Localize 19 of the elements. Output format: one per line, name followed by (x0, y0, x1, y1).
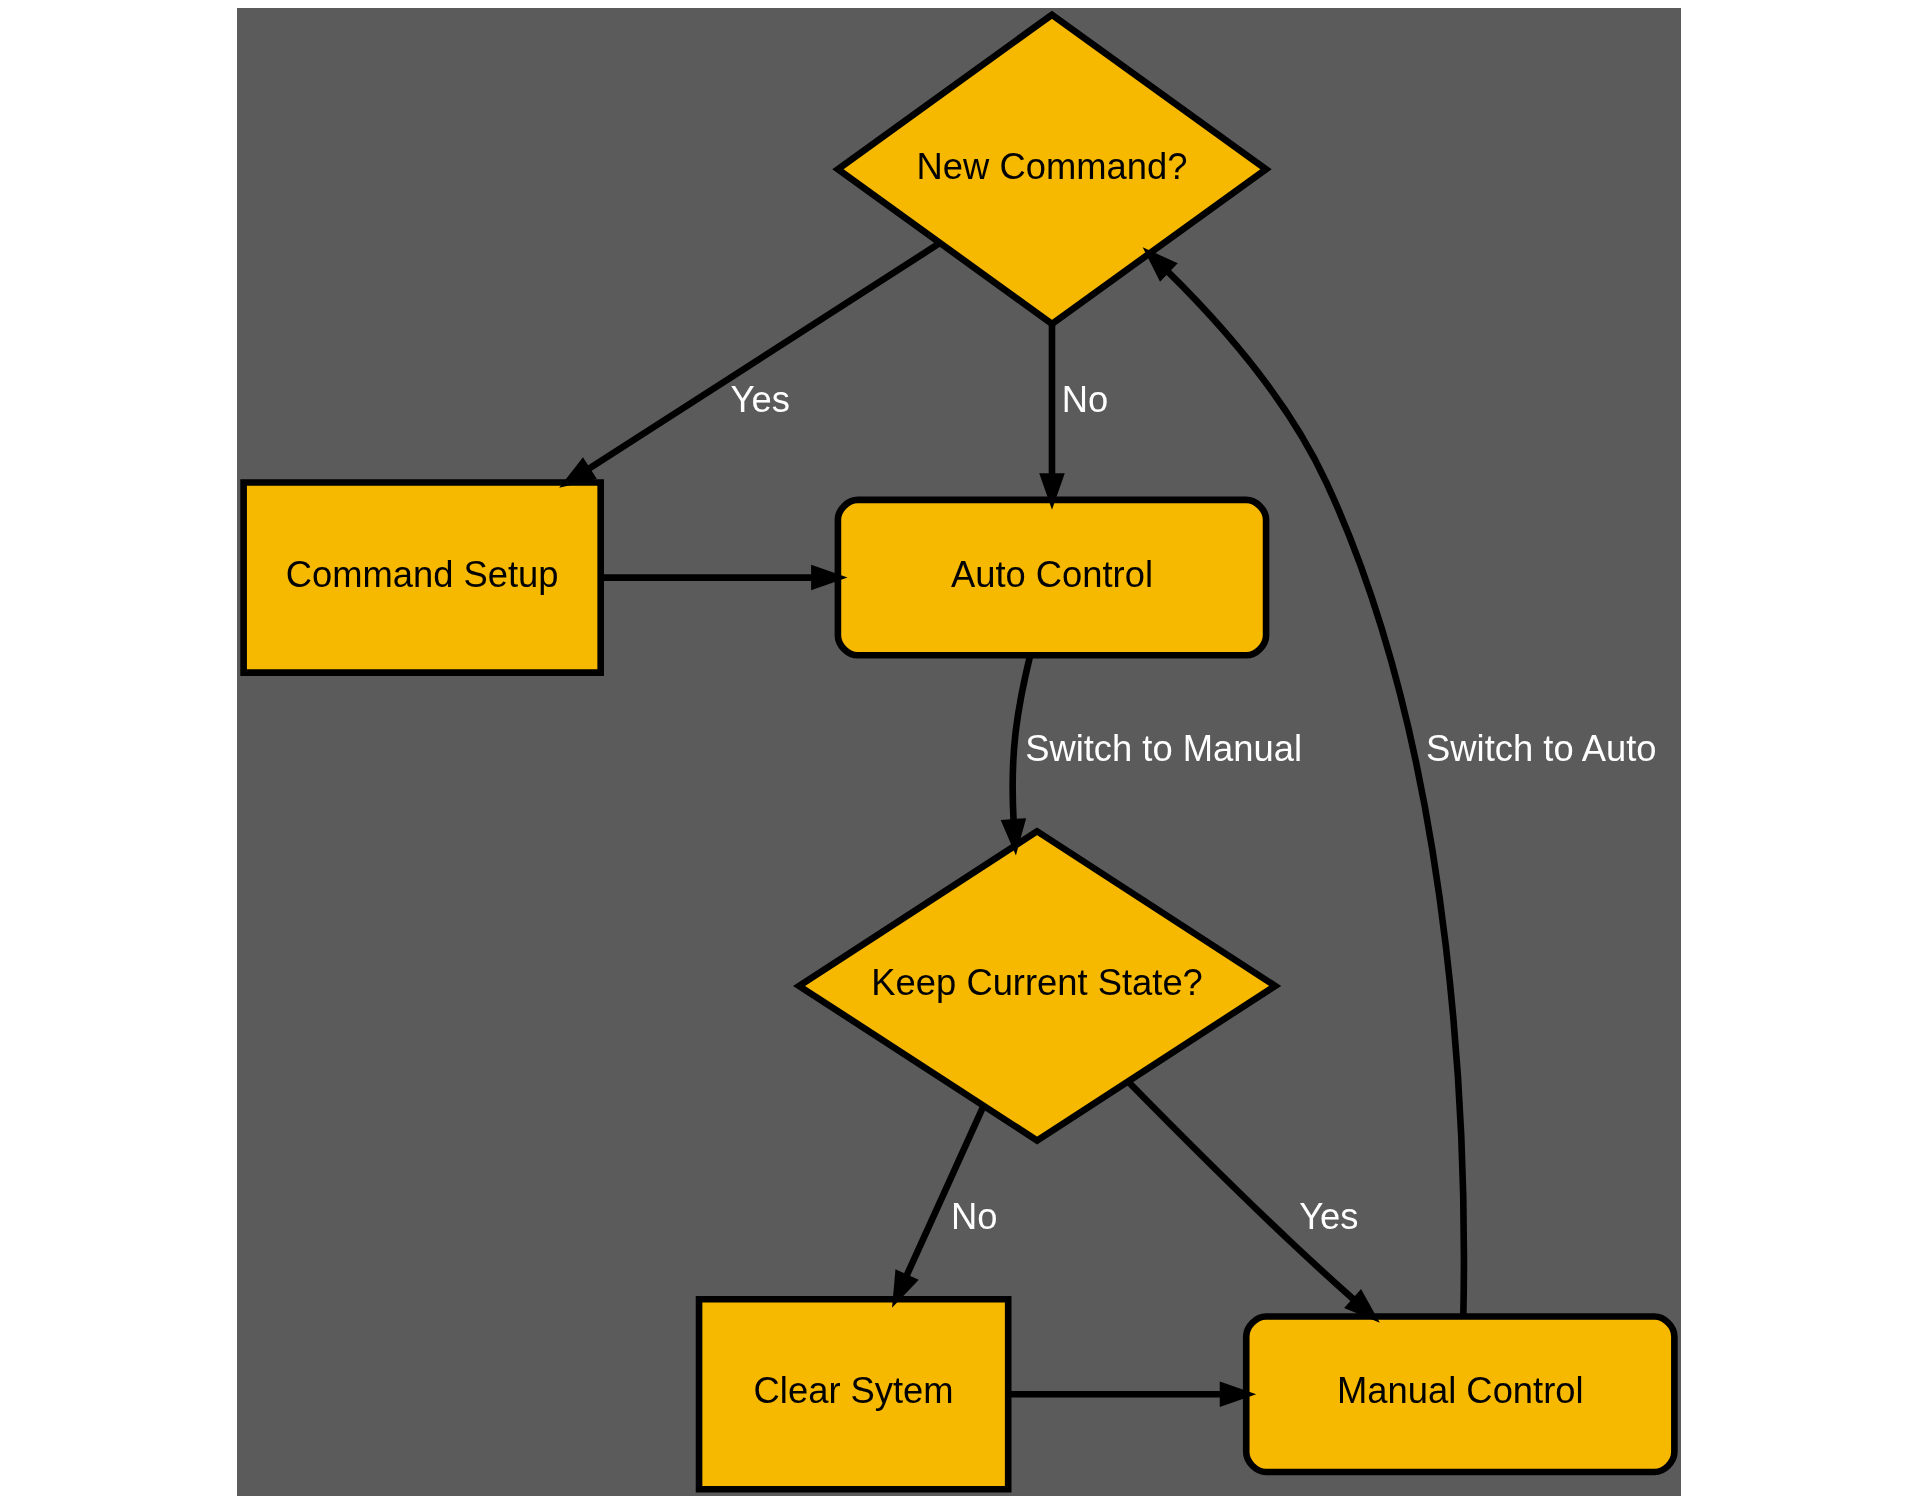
node-box: Auto Control (834, 496, 1270, 659)
node-box: Command Setup (240, 479, 604, 676)
node-box: Manual Control (1242, 1313, 1678, 1476)
edge-label: Yes (1299, 1196, 1359, 1238)
arrow (1142, 247, 1468, 1316)
arrow (892, 1104, 987, 1308)
node-diamond: New Command? (832, 10, 1272, 328)
arrow (1125, 1079, 1380, 1323)
edge-label: Switch to Manual (1025, 728, 1303, 770)
edge-label: No (1061, 379, 1109, 421)
edge-label: Switch to Auto (1426, 728, 1657, 770)
arrow (601, 564, 848, 591)
node-box: Clear Sytem (695, 1295, 1012, 1493)
edge-label: No (951, 1196, 998, 1238)
arrow (559, 240, 942, 488)
node-diamond: Keep Current State? (793, 827, 1282, 1145)
edge-label: Yes (730, 379, 790, 421)
arrow (1039, 324, 1065, 510)
arrow (1008, 1381, 1257, 1407)
